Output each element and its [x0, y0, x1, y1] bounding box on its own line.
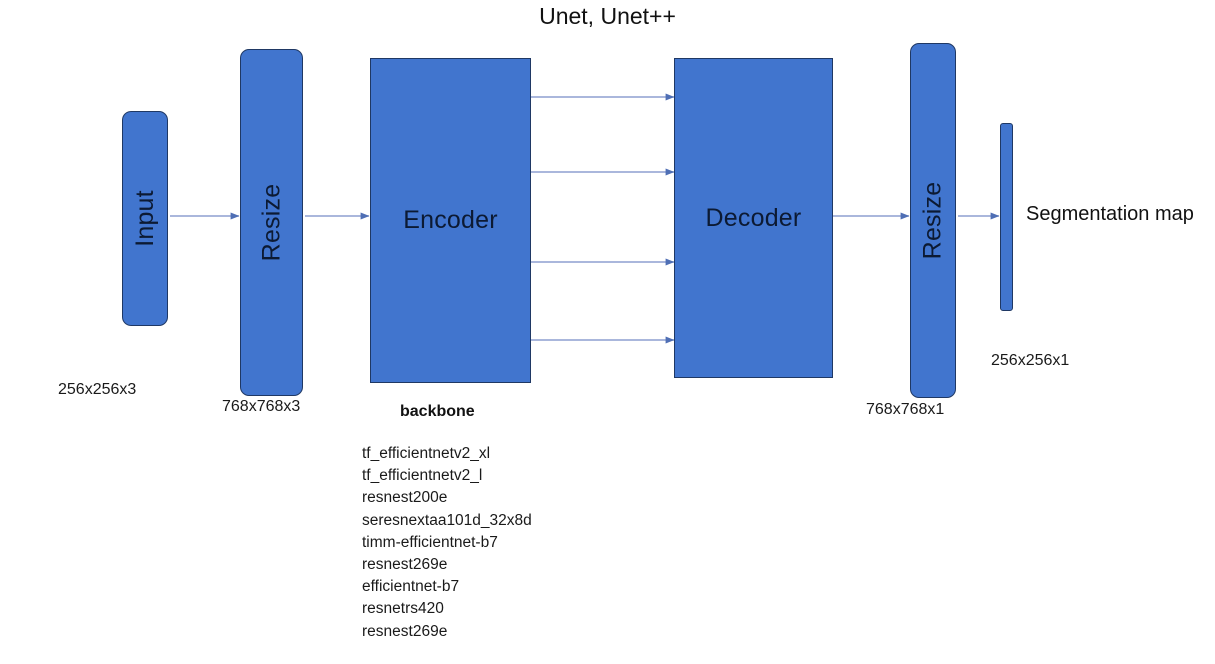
- backbone-item: resnest269e: [362, 622, 448, 640]
- node-input[interactable]: Input: [122, 111, 168, 326]
- backbone-heading: backbone: [400, 403, 475, 420]
- backbone-item: seresnextaa101d_32x8d: [362, 511, 532, 529]
- page-title: Unet, Unet++: [539, 3, 676, 29]
- node-encoder-label: Encoder: [403, 206, 498, 234]
- dimension-label-resize-output: 768x768x1: [866, 401, 945, 418]
- node-resize-output-label: Resize: [918, 181, 947, 260]
- node-decoder[interactable]: Decoder: [674, 58, 833, 378]
- dimension-label-resize-input: 768x768x3: [222, 398, 301, 415]
- node-decoder-label: Decoder: [705, 203, 802, 232]
- segmentation-map-label: Segmentation map: [1026, 203, 1194, 225]
- backbone-item: timm-efficientnet-b7: [362, 533, 498, 551]
- backbone-item: resnest269e: [362, 556, 448, 574]
- node-resize-output[interactable]: Resize: [910, 43, 956, 398]
- backbone-item: efficientnet-b7: [362, 578, 460, 596]
- dimension-label-input: 256x256x3: [58, 381, 137, 398]
- node-encoder[interactable]: Encoder: [370, 58, 531, 383]
- node-segmentation-map[interactable]: [1000, 123, 1013, 311]
- backbone-item: resnest200e: [362, 489, 448, 507]
- node-resize-input-label: Resize: [257, 183, 285, 262]
- backbone-item: resnetrs420: [362, 600, 444, 618]
- node-input-label: Input: [130, 190, 159, 247]
- backbone-item: tf_efficientnetv2_l: [362, 467, 483, 485]
- backbone-item: tf_efficientnetv2_xl: [362, 445, 491, 462]
- dimension-label-output: 256x256x1: [991, 352, 1070, 369]
- node-resize-input[interactable]: Resize: [240, 49, 303, 396]
